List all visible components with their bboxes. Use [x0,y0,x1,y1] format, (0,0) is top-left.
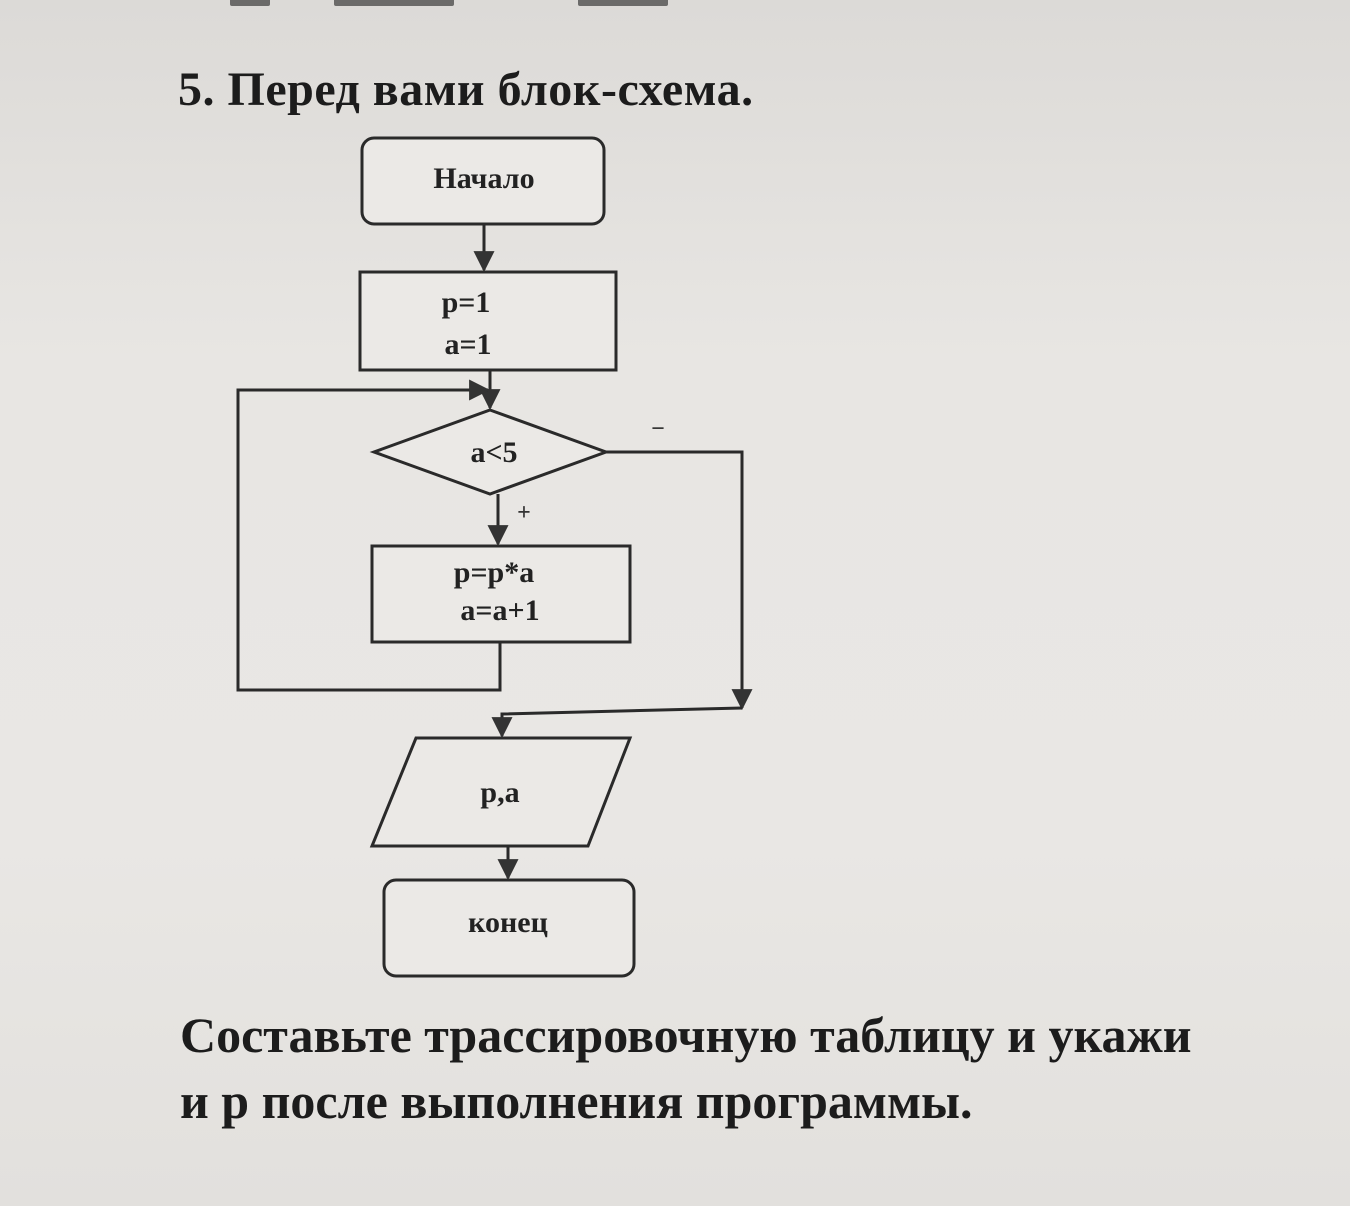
task-line-2: и p после выполнения программы. [180,1073,973,1129]
loop-back-line [236,379,502,692]
start-label: Начало [433,162,534,195]
body-label-line-2: a=a+1 [460,594,539,627]
init-label-line-1: p=1 [442,286,491,319]
condition-diamond [369,408,611,496]
yes-branch-label: + [517,500,531,526]
condition-label: a<5 [470,436,517,469]
cut-off-text-fragment [200,0,900,8]
task-instructions: Составьте трассировочную таблицу и укажи… [180,1002,1350,1134]
no-branch-label: − [651,416,665,442]
false-branch-line [606,450,753,711]
task-line-1: Составьте трассировочную таблицу и укажи [180,1007,1192,1063]
output-label: p,a [480,776,519,809]
task-heading: 5. Перед вами блок-схема. [178,63,754,116]
init-label-line-2: a=1 [444,328,491,361]
loop-body-box [370,544,632,644]
body-label-line-1: p=p*a [454,556,534,589]
end-label: конец [468,906,548,939]
merge-line [491,706,743,739]
output-parallelogram [369,736,633,848]
